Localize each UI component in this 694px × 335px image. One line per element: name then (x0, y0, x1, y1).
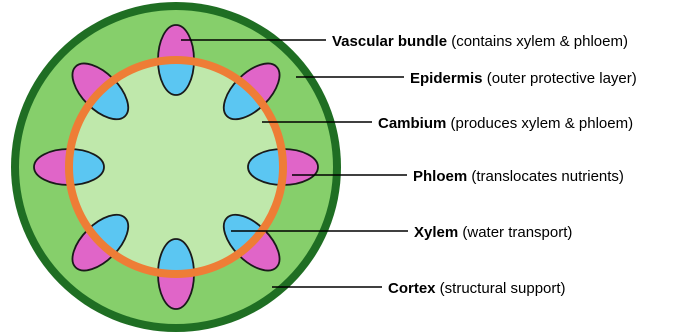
label-cortex-description: (structural support) (436, 280, 566, 297)
label-phloem-description: (translocates nutrients) (467, 168, 624, 185)
label-epidermis-description: (outer protective layer) (483, 70, 637, 87)
label-phloem-term: Phloem (413, 168, 467, 185)
label-phloem: Phloem (translocates nutrients) (413, 168, 624, 185)
label-vascular-bundle-term: Vascular bundle (332, 33, 447, 50)
label-xylem: Xylem (water transport) (414, 224, 572, 241)
label-cambium-description: (produces xylem & phloem) (446, 115, 633, 132)
labels-group: Vascular bundle (contains xylem & phloem… (332, 33, 637, 297)
label-epidermis: Epidermis (outer protective layer) (410, 70, 637, 87)
label-xylem-term: Xylem (414, 224, 458, 241)
label-cambium-term: Cambium (378, 115, 446, 132)
label-cortex: Cortex (structural support) (388, 280, 566, 297)
label-xylem-description: (water transport) (458, 224, 572, 241)
label-epidermis-term: Epidermis (410, 70, 483, 87)
label-cortex-term: Cortex (388, 280, 436, 297)
label-vascular-bundle-description: (contains xylem & phloem) (447, 33, 628, 50)
label-vascular-bundle: Vascular bundle (contains xylem & phloem… (332, 33, 628, 50)
label-cambium: Cambium (produces xylem & phloem) (378, 115, 633, 132)
